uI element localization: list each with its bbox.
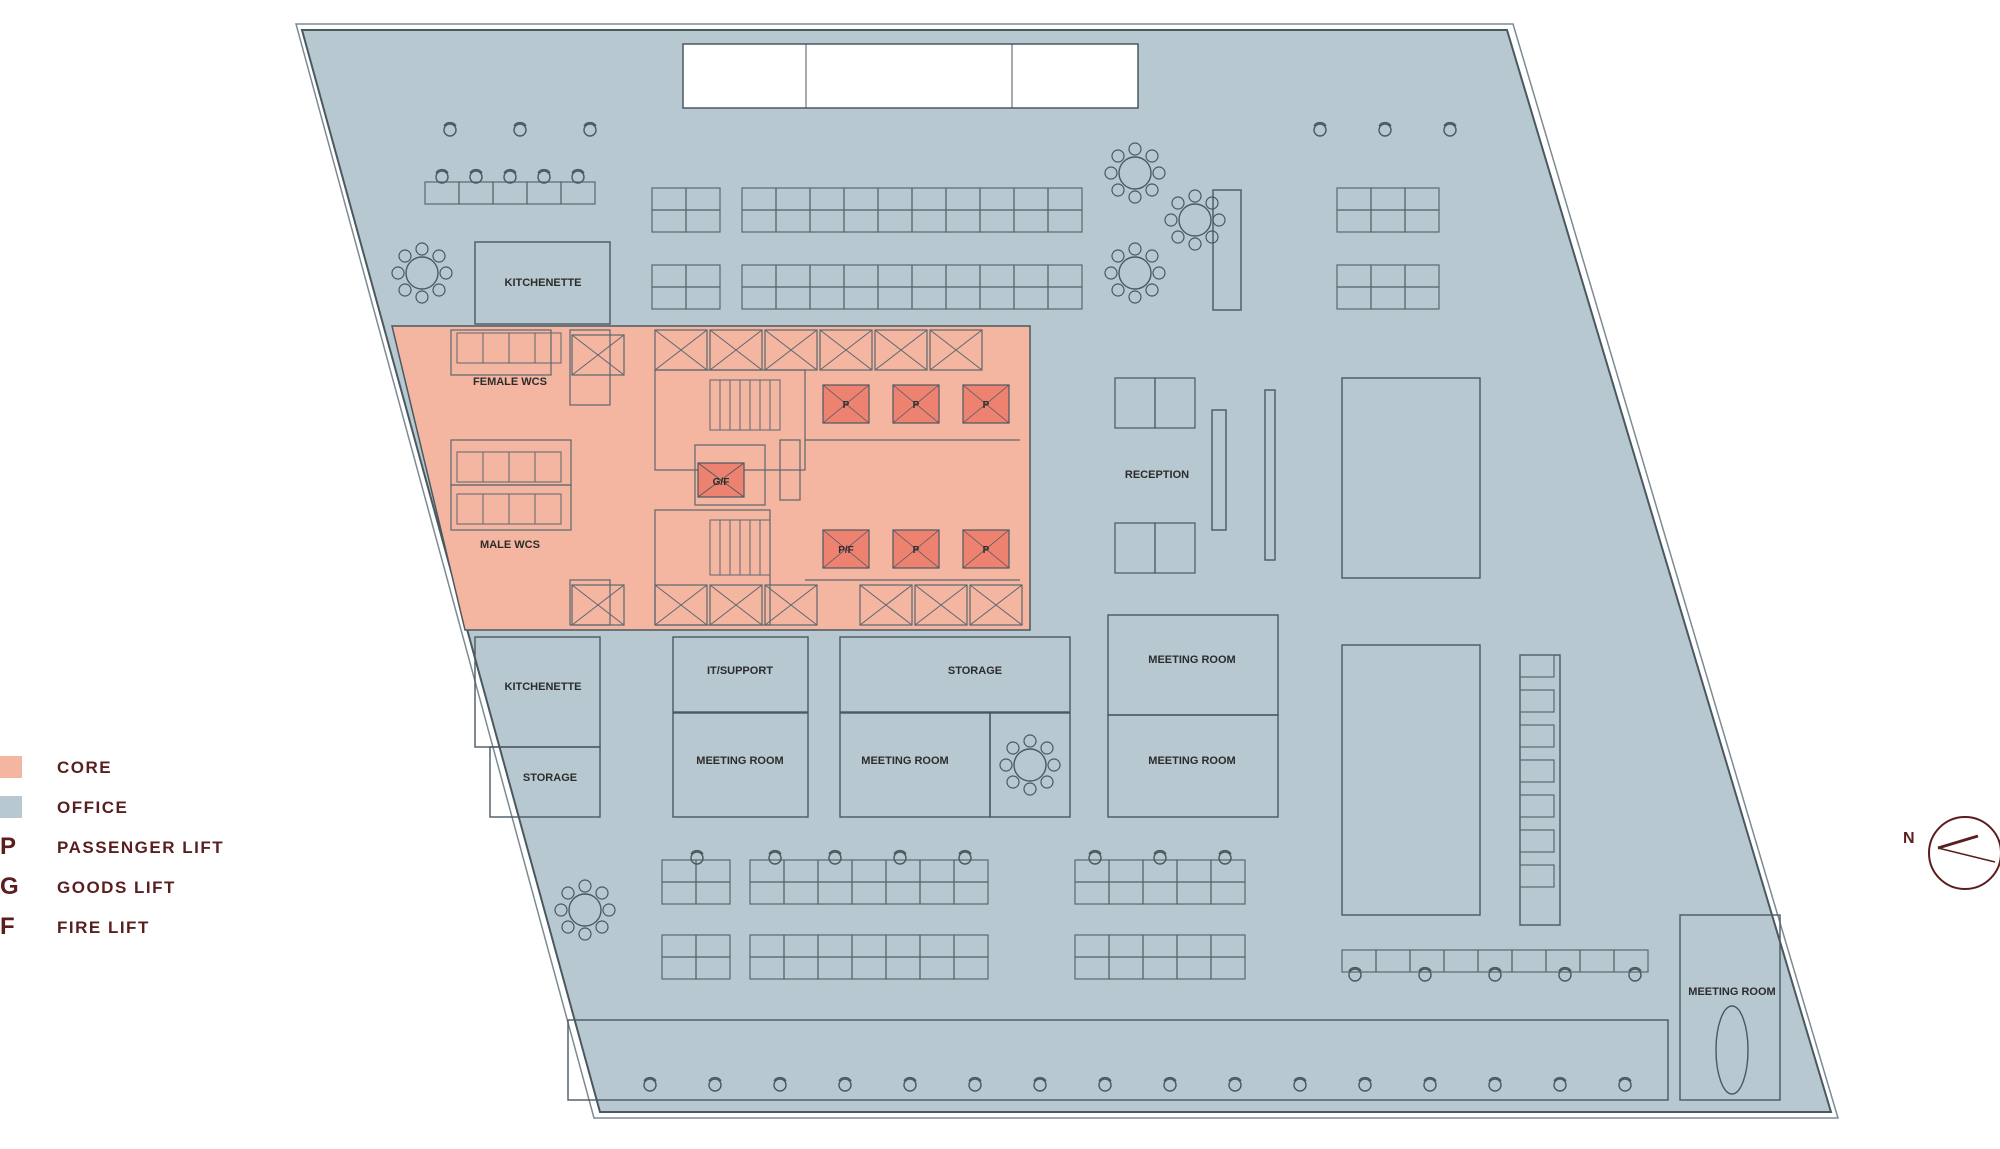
kitchenette-bottom-label: KITCHENETTE — [505, 681, 582, 693]
meeting-room-2-label: MEETING ROOM — [696, 755, 783, 767]
legend-item-goods-lift: G GOODS LIFT — [0, 872, 260, 912]
north-arrow: N — [1903, 816, 2000, 890]
legend-label: GOODS LIFT — [57, 878, 176, 897]
meeting-room-4-label: MEETING ROOM — [1148, 755, 1235, 767]
legend-item-fire-lift: F FIRE LIFT — [0, 912, 260, 952]
legend-item-office: OFFICE — [0, 792, 260, 832]
core-swatch — [0, 756, 22, 778]
legend-label: OFFICE — [57, 798, 129, 817]
meeting-room-1-label: MEETING ROOM — [1148, 654, 1235, 666]
stair-south — [709, 519, 771, 576]
legend: CORE OFFICE P PASSENGER LIFT G GOODS LIF… — [0, 752, 260, 952]
office-area — [300, 29, 1833, 1113]
exterior-wall — [295, 23, 1840, 1119]
meeting-room-3-label: MEETING ROOM — [861, 755, 948, 767]
atrium-void — [682, 43, 1139, 109]
lift-passenger-fire-label: P/F — [838, 545, 854, 556]
reception-furniture — [1114, 377, 1196, 574]
meeting-room-5-label: MEETING ROOM — [1688, 986, 1775, 998]
legend-label: FIRE LIFT — [57, 918, 150, 937]
goods-lift-glyph: G — [0, 873, 19, 900]
lift-passenger-label: P — [983, 400, 990, 411]
lift-passenger-label: P — [913, 545, 920, 556]
fire-lift-glyph: F — [0, 913, 15, 940]
north-label: N — [1903, 830, 1915, 847]
female-wcs-label: FEMALE WCS — [473, 376, 547, 388]
legend-label: CORE — [57, 758, 113, 777]
male-wcs-label: MALE WCS — [480, 539, 540, 551]
it-support-label: IT/SUPPORT — [707, 665, 773, 677]
lift-passenger-label: P — [983, 545, 990, 556]
boardroom-table — [1715, 1005, 1749, 1095]
legend-item-core: CORE — [0, 752, 260, 792]
reception-label: RECEPTION — [1125, 469, 1189, 481]
passenger-lift-glyph: P — [0, 833, 17, 860]
kitchenette-top-label: KITCHENETTE — [505, 277, 582, 289]
stair-north — [709, 379, 781, 431]
legend-item-passenger-lift: P PASSENGER LIFT — [0, 832, 260, 872]
lift-passenger-label: P — [913, 400, 920, 411]
storage-left-label: STORAGE — [523, 772, 577, 784]
office-swatch — [0, 796, 22, 818]
wc-stalls — [456, 332, 562, 525]
lift-passenger-label: P — [843, 400, 850, 411]
lift-goods-fire-label: G/F — [713, 477, 730, 488]
storage-center-label: STORAGE — [948, 665, 1002, 677]
legend-label: PASSENGER LIFT — [57, 838, 225, 857]
